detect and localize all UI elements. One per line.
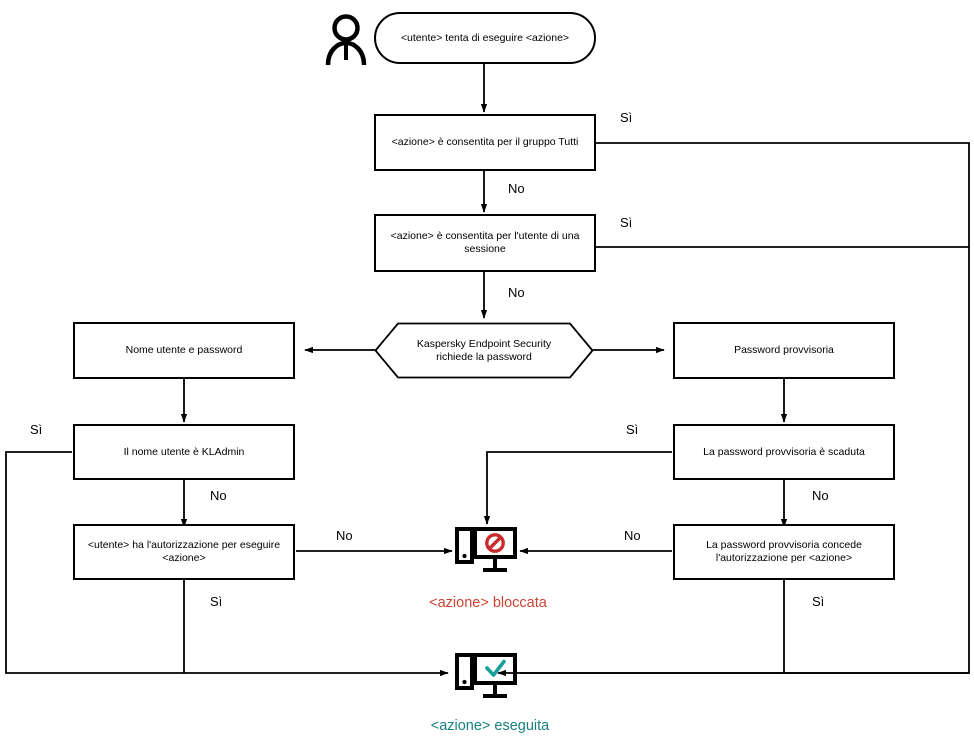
node-temp-password-expired[interactable]: La password provvisoria è scaduta <box>673 424 895 480</box>
edge-label-grants-yes: Sì <box>812 594 825 609</box>
edge-label-session-yes: Sì <box>620 215 633 230</box>
edge-label-expired-yes: Sì <box>626 422 639 437</box>
edge-expired-yes <box>483 451 672 525</box>
edge-label-permission-no: No <box>336 528 353 543</box>
node-kes-requests-password-label: Kaspersky Endpoint Security richiede la … <box>416 337 552 363</box>
computer-check-icon <box>455 652 517 702</box>
caption-blocked: <azione> bloccata <box>429 595 547 611</box>
node-username-is-kladmin-label: Il nome utente è KLAdmin <box>123 445 245 458</box>
node-temp-password-expired-label: La password provvisoria è scaduta <box>703 445 865 458</box>
node-temp-password-grants[interactable]: La password provvisoria concede l'autori… <box>673 524 895 580</box>
edge-label-kladmin-yes: Sì <box>30 422 43 437</box>
node-allowed-session-user[interactable]: <azione> è consentita per l'utente di un… <box>374 214 596 272</box>
node-user-has-permission[interactable]: <utente> ha l'autorizzazione per eseguir… <box>73 524 295 580</box>
edge-kladmin-yes <box>5 451 449 677</box>
node-temporary-password[interactable]: Password provvisoria <box>673 322 895 379</box>
computer-blocked-icon <box>455 526 517 576</box>
node-allowed-everyone[interactable]: <azione> è consentita per il gruppo Tutt… <box>374 114 596 171</box>
node-start[interactable]: <utente> tenta di eseguire <azione> <box>374 12 596 64</box>
node-allowed-session-user-label: <azione> è consentita per l'utente di un… <box>390 230 580 255</box>
edge-label-everyone-no: No <box>508 181 525 196</box>
node-start-label: <utente> tenta di eseguire <azione> <box>400 31 570 44</box>
person-icon <box>324 12 368 68</box>
caption-executed: <azione> eseguita <box>430 718 550 734</box>
node-temporary-password-label: Password provvisoria <box>734 344 834 356</box>
edge-label-permission-yes: Sì <box>210 594 223 609</box>
edge-label-grants-no: No <box>624 528 641 543</box>
edge-label-kladmin-no: No <box>210 488 227 503</box>
node-allowed-everyone-label: <azione> è consentita per il gruppo Tutt… <box>391 136 579 148</box>
node-username-password[interactable]: Nome utente e password <box>73 322 295 379</box>
edge-label-everyone-yes: Sì <box>620 110 633 125</box>
edge-label-expired-no: No <box>812 488 829 503</box>
node-username-password-label: Nome utente e password <box>125 344 243 356</box>
node-kes-requests-password[interactable]: Kaspersky Endpoint Security richiede la … <box>374 322 594 379</box>
edge-label-session-no: No <box>508 285 525 300</box>
node-temp-password-grants-label: La password provvisoria concede l'autori… <box>706 539 862 564</box>
node-user-has-permission-label: <utente> ha l'autorizzazione per eseguir… <box>87 539 281 564</box>
node-username-is-kladmin[interactable]: Il nome utente è KLAdmin <box>73 424 295 480</box>
